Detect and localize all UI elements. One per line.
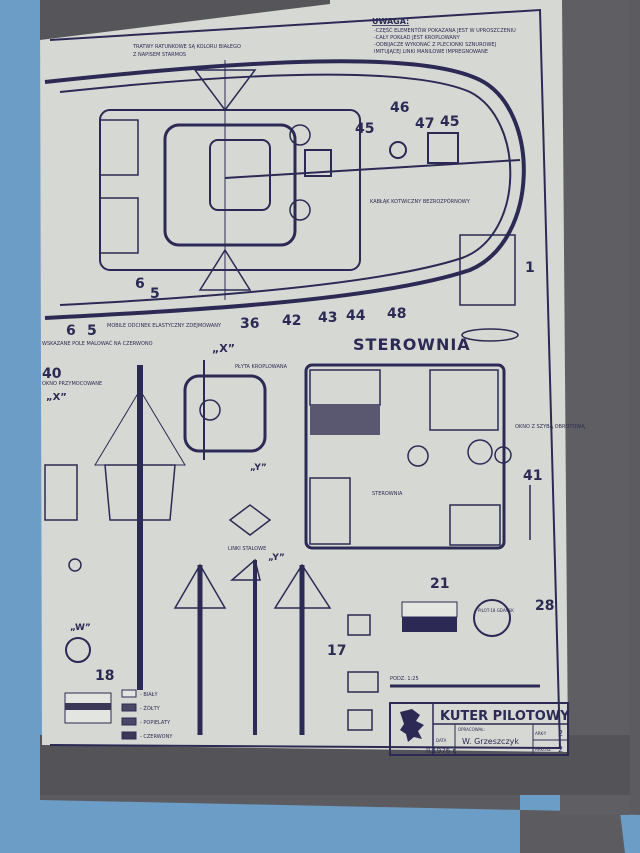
legend-label: - ŻÓŁTY [140, 705, 161, 712]
callout-45: 45 [355, 121, 374, 137]
legend-swatch [121, 731, 137, 740]
annotation: MOBILE ODCINEK ELASTYCZNY ZDEJMOWANY [107, 323, 222, 329]
callout-5: 5 [150, 286, 160, 302]
wheelhouse-title: STEROWNIA [353, 335, 471, 354]
legend-label: - POPIELATY [140, 720, 171, 726]
svg-text:PODZ. 1:25: PODZ. 1:25 [390, 676, 419, 682]
notes-heading: UWAGA: [372, 17, 409, 26]
callout-36: 36 [240, 316, 259, 332]
callout-42: 42 [282, 313, 301, 329]
note-line: -CAŁY POKŁAD JEST KROPLOWANY [374, 35, 461, 41]
svg-text:PILOT-18 GDANSK: PILOT-18 GDANSK [478, 608, 514, 613]
svg-text:„X”: „X” [212, 342, 235, 355]
legend-label: - CZERWONY [140, 734, 173, 740]
notes: UWAGA: -CZĘŚĆ ELEMENTÓW POKAZANA JEST W … [372, 17, 516, 55]
blueprint-paper [40, 0, 568, 752]
annotation: Z NAPISEM STARMOS [133, 52, 186, 58]
annotation: KABŁĄK KOTWICZNY BEZROZPÓRNOWY [370, 198, 471, 205]
legend-swatch [121, 689, 137, 698]
note-line: -CZĘŚĆ ELEMENTÓW POKAZANA JEST W UPROSZC… [374, 27, 516, 34]
callout-45: 45 [440, 114, 459, 130]
author: W. Grzeszczyk [462, 737, 519, 746]
svg-text:„X”: „X” [46, 392, 67, 403]
callout-43: 43 [318, 310, 337, 326]
annotation: WSKAZANE POLE MALOWAĆ NA CZERWONO [42, 340, 153, 347]
svg-text:41: 41 [523, 468, 542, 484]
svg-text:21: 21 [430, 576, 449, 592]
mast-number: 40 [42, 366, 62, 382]
detail-x: „X” PŁYTA KROPLOWANA [183, 342, 288, 460]
callout-47: 47 [415, 116, 434, 132]
svg-text:„Y”: „Y” [268, 553, 285, 563]
svg-text:LINKI STALOWE: LINKI STALOWE [228, 546, 266, 552]
svg-text:„W”: „W” [70, 623, 91, 633]
callout-44: 44 [346, 308, 366, 324]
date: II.1976 r. [426, 747, 457, 755]
flag-number: 18 [95, 668, 114, 684]
callout-6: 6 [135, 276, 145, 292]
svg-text:ARKUSZ: ARKUSZ [535, 747, 551, 752]
annotation: TRATWY RATUNKOWE SĄ KOLORU BIAŁEGO [132, 44, 241, 50]
svg-text:PŁYTA KROPLOWANA: PŁYTA KROPLOWANA [235, 364, 288, 370]
drawing-frame [49, 8, 562, 750]
griffin-emblem [400, 709, 424, 742]
title-block: KUTER PILOTOWY OPRACOWAŁ: W. Grzeszczyk … [389, 702, 570, 756]
svg-text:DATA: DATA [436, 738, 447, 743]
deck-plan: 46 47 45 45 1 6 5 6 5 36 42 43 44 48 TRA… [42, 44, 535, 347]
svg-text:STEROWNIA: STEROWNIA [372, 491, 403, 497]
svg-text:2: 2 [558, 729, 563, 738]
legend-swatch [121, 717, 137, 726]
svg-text:„Y”: „Y” [250, 463, 267, 473]
svg-text:OKNO PRZYMOCOWANE: OKNO PRZYMOCOWANE [42, 381, 102, 387]
legend-label: - BIAŁY [140, 692, 159, 698]
callout-48: 48 [387, 306, 406, 322]
svg-text:OPRACOWAŁ:: OPRACOWAŁ: [458, 727, 485, 732]
callout-1: 1 [525, 260, 535, 276]
svg-text:2: 2 [558, 745, 563, 754]
note-line: -ODBIJACZE WYKONAĆ Z PLECIONKI SZNUROWEJ [374, 41, 496, 48]
svg-text:ARK-Y: ARK-Y [535, 731, 547, 736]
mast-drawing: 40 OKNO PRZYMOCOWANE „X” „W” [42, 365, 186, 690]
callout-46: 46 [390, 100, 409, 116]
drawing-title: KUTER PILOTOWY [440, 709, 570, 724]
callout-6: 6 [66, 323, 76, 339]
svg-text:28: 28 [535, 598, 554, 614]
svg-text:OKNO Z SZYBĄ OBROTOWĄ: OKNO Z SZYBĄ OBROTOWĄ [515, 424, 585, 430]
wheelhouse-plan: STEROWNIA STEROWNIA OKNO Z SZYBĄ OBROTOW… [304, 335, 585, 550]
legend-swatch [121, 703, 137, 712]
svg-text:17: 17 [327, 643, 346, 659]
callout-5: 5 [87, 323, 97, 339]
details: „Y” LINKI STALOWE „Y” 17 21 28 PILOT-18 … [173, 463, 554, 735]
note-line: IMITUJĄCEJ LINKI MANILOWE IMPREGNOWANE [374, 49, 488, 55]
color-legend: 18 [64, 668, 114, 724]
